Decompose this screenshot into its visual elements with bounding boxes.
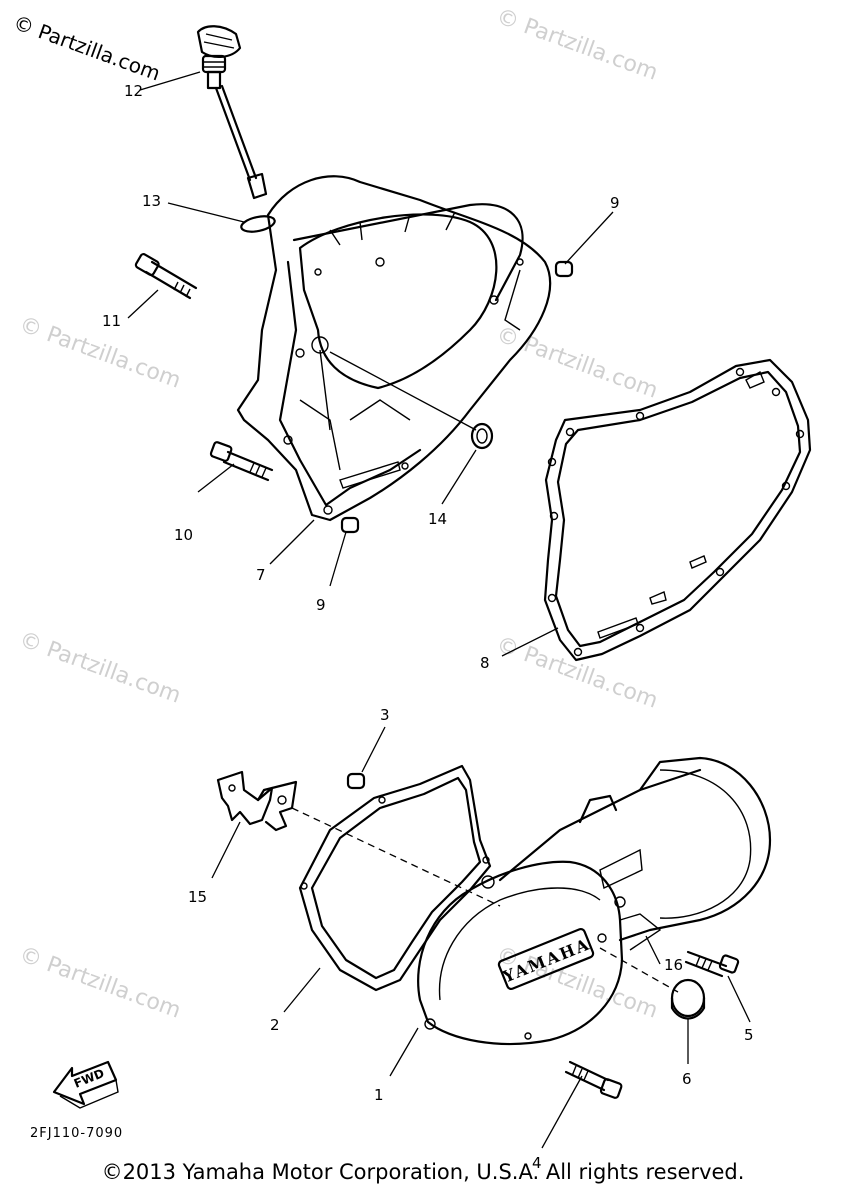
- part-16-screw: [684, 950, 740, 978]
- watermark-top-left: © Partzilla.com: [10, 10, 163, 85]
- callout-8: 8: [480, 654, 490, 672]
- alignment-line: [599, 947, 679, 993]
- watermark: © Partzilla.com: [493, 4, 661, 86]
- callout-11: 11: [102, 312, 121, 330]
- callout-9: 9: [316, 596, 326, 614]
- callout-10: 10: [174, 526, 193, 544]
- callout-3: 3: [380, 706, 390, 724]
- callout-14: 14: [428, 510, 447, 528]
- callout-16: 16: [664, 956, 683, 974]
- callout-2: 2: [270, 1016, 280, 1034]
- leader-line: [564, 211, 614, 265]
- callout-9: 9: [610, 194, 620, 212]
- watermark: © Partzilla.com: [493, 632, 661, 714]
- part-6-plug: [670, 978, 706, 1020]
- part-4-bolt: [564, 1060, 623, 1099]
- callout-1: 1: [374, 1086, 384, 1104]
- part-15-bracket: [216, 770, 298, 832]
- part-13-o-ring: [240, 215, 276, 233]
- alignment-line: [291, 807, 501, 907]
- part-7-crankcase-cover: [236, 175, 552, 522]
- seal-alignment-line: [329, 351, 477, 431]
- callout-4: 4: [532, 1154, 542, 1172]
- part-11-bolt: [134, 253, 198, 300]
- part-8-gasket: [543, 358, 812, 662]
- leader-line: [727, 975, 751, 1023]
- part-9-dowel-pin-lower: [340, 516, 360, 534]
- callout-15: 15: [188, 888, 207, 906]
- part-3-dowel-pin: [346, 772, 366, 790]
- leader-line: [197, 463, 235, 493]
- watermark: © Partzilla.com: [16, 942, 184, 1024]
- part-2-gasket: [298, 764, 492, 992]
- leader-line: [269, 519, 315, 565]
- leader-line: [283, 967, 321, 1013]
- leader-line: [361, 726, 386, 773]
- leader-line: [389, 1027, 419, 1077]
- leader-line: [139, 71, 201, 91]
- part-14-oil-seal: [470, 422, 494, 450]
- callout-6: 6: [682, 1070, 692, 1088]
- callout-5: 5: [744, 1026, 754, 1044]
- part-12-dipstick: [196, 25, 268, 200]
- part-10-bolt: [209, 441, 274, 482]
- leader-line: [541, 1075, 583, 1149]
- leader-line: [329, 531, 347, 587]
- leader-line: [441, 449, 477, 505]
- leader-line: [211, 821, 241, 879]
- fwd-arrow-icon: FWD: [52, 1060, 119, 1109]
- leader-line: [127, 289, 159, 319]
- copyright-notice: ©2013 Yamaha Motor Corporation, U.S.A. A…: [101, 1160, 745, 1184]
- part-9-dowel-pin-upper: [554, 260, 574, 278]
- callout-7: 7: [256, 566, 266, 584]
- callout-12: 12: [124, 82, 143, 100]
- leader-line: [645, 935, 661, 965]
- leader-line: [167, 202, 245, 223]
- diagram-code: 2FJ110-7090: [30, 1126, 124, 1141]
- watermark: © Partzilla.com: [16, 312, 184, 394]
- watermark: © Partzilla.com: [16, 627, 184, 709]
- callout-13: 13: [142, 192, 161, 210]
- leader-line: [501, 627, 559, 657]
- watermark: © Partzilla.com: [493, 322, 661, 404]
